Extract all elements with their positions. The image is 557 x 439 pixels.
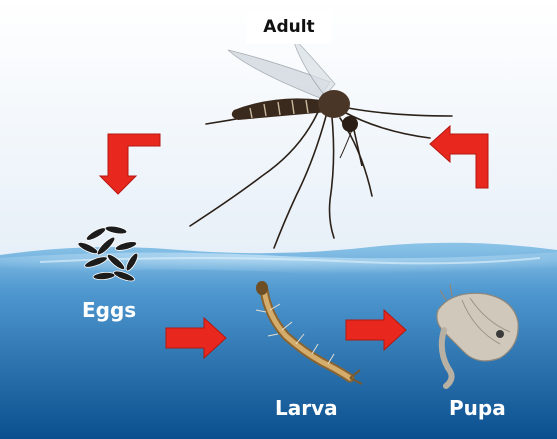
eggs-label: Eggs	[82, 298, 136, 322]
larva-label: Larva	[275, 396, 338, 420]
adult-label: Adult	[246, 10, 332, 44]
pupa-label: Pupa	[449, 396, 506, 420]
